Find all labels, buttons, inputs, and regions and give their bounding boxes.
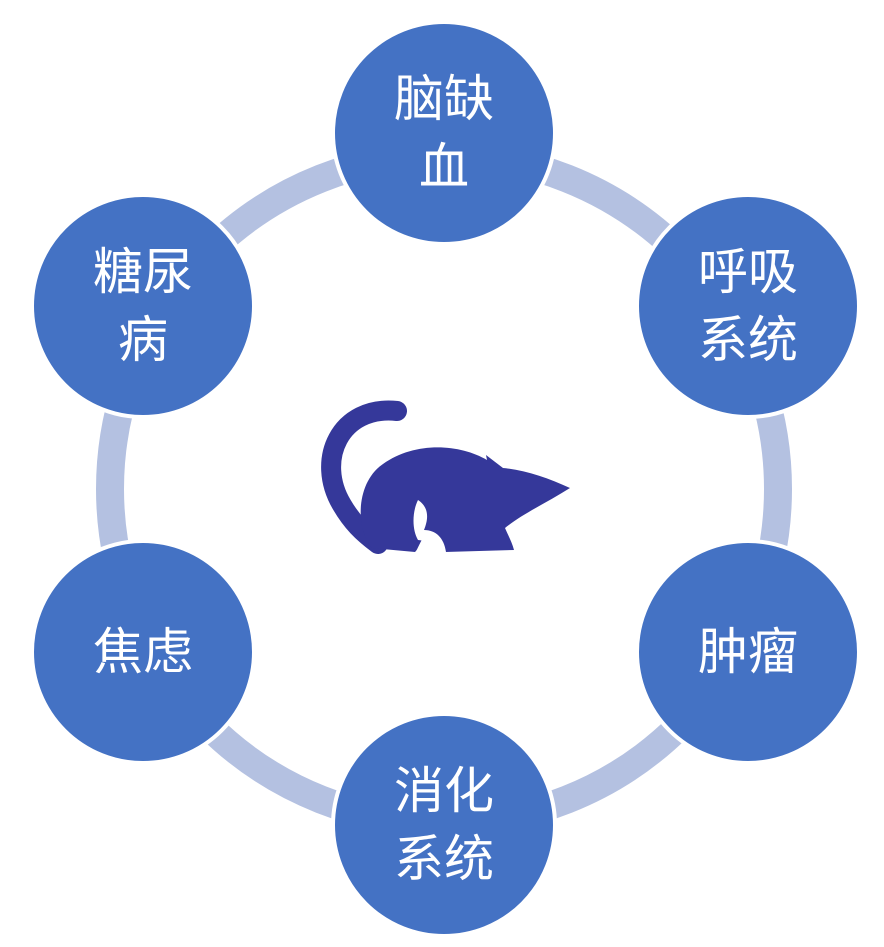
node-label: 病 [118, 311, 168, 369]
node-tumor: 肿瘤 [635, 539, 861, 765]
node-circle [30, 539, 256, 765]
node-label: 消化 [394, 762, 494, 820]
node-label: 血 [419, 138, 469, 196]
node-label: 肿瘤 [698, 623, 798, 681]
node-diabetes: 糖尿病 [30, 193, 256, 419]
node-label: 呼吸 [698, 243, 798, 301]
node-anxiety: 焦虑 [30, 539, 256, 765]
mouse-icon [321, 400, 570, 554]
node-circle [30, 193, 256, 419]
node-label: 糖尿 [93, 243, 193, 301]
node-circle [331, 712, 557, 938]
node-label: 焦虑 [93, 623, 193, 681]
node-label: 脑缺 [394, 70, 494, 128]
node-circle [635, 539, 861, 765]
node-label: 系统 [698, 311, 798, 369]
node-circle [635, 193, 861, 419]
node-brain-ischemia: 脑缺血 [331, 20, 557, 246]
node-label: 系统 [394, 830, 494, 888]
node-circle [331, 20, 557, 246]
